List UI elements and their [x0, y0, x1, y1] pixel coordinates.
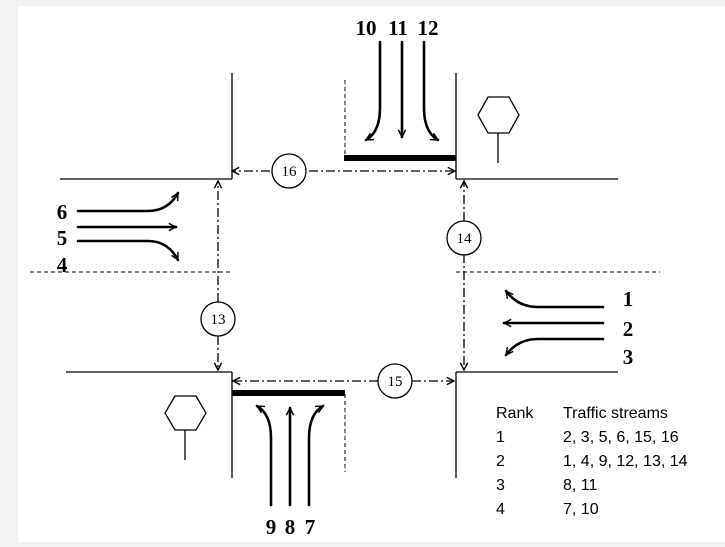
- ped-circle-14: [446, 220, 482, 256]
- stream-label-12: 12: [418, 16, 439, 40]
- legend-rank: 1: [496, 429, 505, 446]
- legend-rank: 4: [496, 501, 505, 518]
- arrow-stream-10: [366, 40, 382, 142]
- legend-streams: 1, 4, 9, 12, 13, 14: [563, 453, 688, 470]
- stream-label-2: 2: [623, 317, 634, 341]
- stream-label-1: 1: [623, 287, 634, 311]
- legend-streams: 2, 3, 5, 6, 15, 16: [563, 429, 679, 446]
- stop-bar-south: [232, 390, 345, 396]
- stream-label-10: 10: [356, 16, 377, 40]
- legend-rank: 3: [496, 477, 505, 494]
- stream-label-5: 5: [57, 226, 68, 250]
- legend-streams: 8, 11: [563, 477, 598, 494]
- diagram-panel: [18, 6, 725, 542]
- arrow-stream-4: [76, 239, 180, 260]
- rank-legend: Rank Traffic streams 1 2, 3, 5, 6, 15, 1…: [496, 405, 688, 518]
- stream-label-3: 3: [623, 345, 634, 369]
- legend-rank: 2: [496, 453, 505, 470]
- arrow-stream-7: [307, 404, 323, 507]
- ped-label-14: 14: [457, 231, 473, 247]
- stop-sign-icon: [477, 96, 520, 163]
- ped-circle-15: [377, 363, 413, 399]
- ped-circle-13: [200, 301, 236, 337]
- stream-label-4: 4: [57, 253, 68, 277]
- ped-label-13: 13: [211, 312, 226, 328]
- stream-label-7: 7: [305, 515, 316, 539]
- stream-label-6: 6: [57, 200, 68, 224]
- arrow-stream-9: [257, 404, 273, 507]
- stream-label-8: 8: [285, 515, 296, 539]
- ped-label-15: 15: [388, 374, 403, 390]
- stream-label-9: 9: [266, 515, 277, 539]
- movement-arrows: [76, 40, 605, 507]
- legend-header-streams: Traffic streams: [563, 405, 668, 422]
- arrow-stream-6: [76, 193, 180, 213]
- ped-label-16: 16: [282, 164, 298, 180]
- ped-circle-16: [271, 153, 307, 189]
- stream-label-11: 11: [388, 16, 408, 40]
- curb-lines: [60, 73, 618, 478]
- stop-bar-north: [344, 155, 456, 161]
- arrow-stream-3: [504, 337, 605, 357]
- pedestrian-markers: [200, 153, 482, 399]
- arrow-stream-1: [504, 289, 605, 309]
- pedestrian-crossings: [218, 171, 464, 381]
- center-dashed-lines: [30, 80, 660, 472]
- legend-streams: 7, 10: [563, 501, 599, 518]
- stop-sign-icon: [164, 395, 207, 460]
- legend-header-rank: Rank: [496, 405, 534, 422]
- arrow-stream-12: [422, 40, 438, 142]
